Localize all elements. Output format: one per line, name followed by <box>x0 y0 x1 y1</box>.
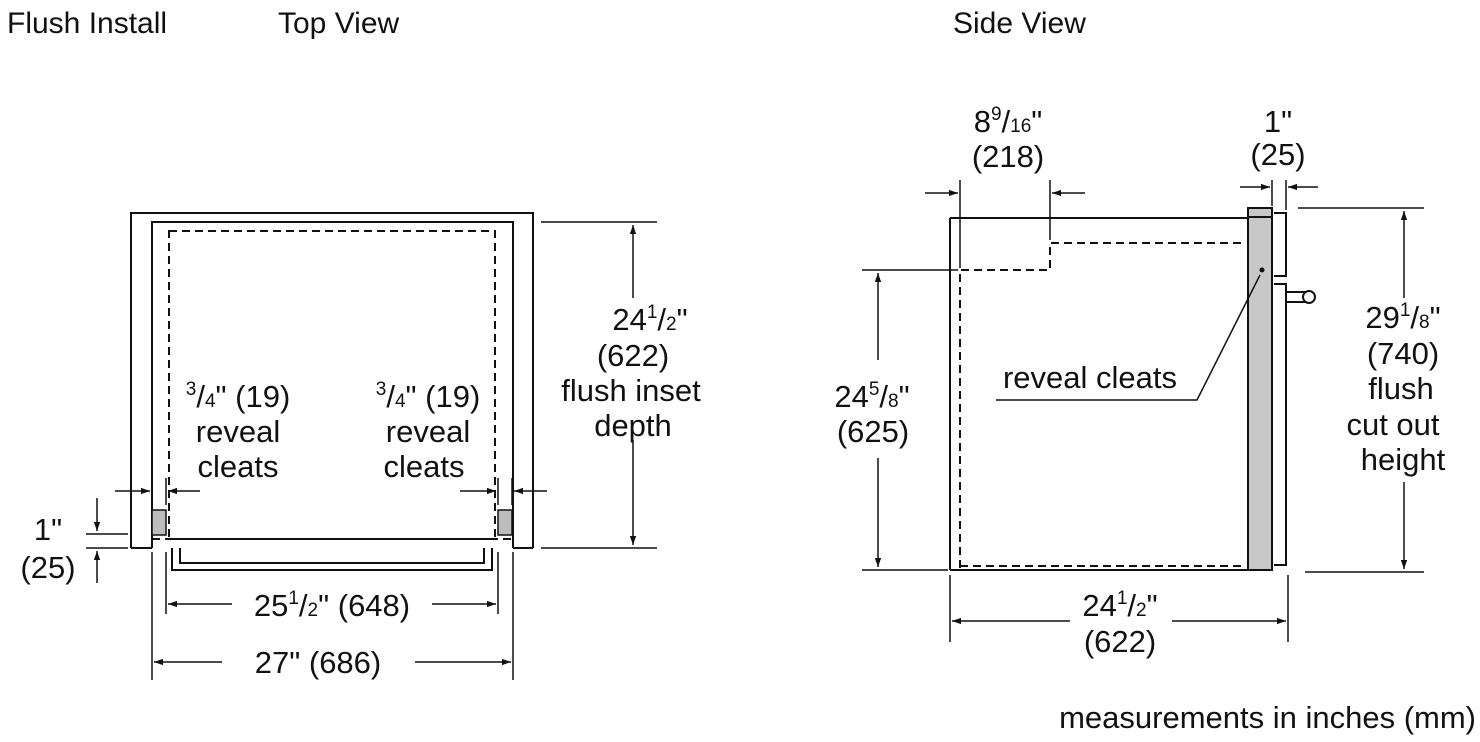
cutout-label-2: cut out <box>1346 407 1439 442</box>
top-depth-value: 241/2" <box>612 302 687 337</box>
cutout-label-1: flush <box>1368 371 1433 406</box>
inner-width-dimension: 251/2" (648) <box>254 588 410 623</box>
top-step-mm: (218) <box>972 139 1044 174</box>
side-depth-dimension: 241/2" <box>1082 588 1157 623</box>
outer-width-dimension: 27" (686) <box>255 645 381 680</box>
top-view-drawing <box>86 212 657 680</box>
door-thickness-mm: (25) <box>1250 137 1305 172</box>
right-reveal-cleat <box>497 509 513 536</box>
top-depth-mm: (622) <box>597 338 669 373</box>
top-view-heading: Top View <box>278 7 400 40</box>
left-cleat-label-2: cleats <box>198 449 279 484</box>
reveal-cleats-label: reveal cleats <box>1003 360 1177 395</box>
top-depth-label-2: depth <box>594 408 672 443</box>
side-depth-mm: (622) <box>1084 624 1156 659</box>
oven-door <box>1247 207 1273 571</box>
cutout-label-3: height <box>1361 442 1446 477</box>
right-cleat-label-1: reveal <box>386 414 470 449</box>
side-view-drawing <box>862 180 1424 642</box>
side-view-heading: Side View <box>953 7 1086 40</box>
measurement-units-note: measurements in inches (mm) <box>1059 700 1476 735</box>
cutout-height-dimension: 291/8" <box>1365 300 1440 335</box>
left-reveal-cleat <box>151 509 167 536</box>
right-cleat-dimension: 3/4" (19) <box>376 379 481 414</box>
left-cleat-label-1: reveal <box>196 414 280 449</box>
front-offset-mm: (25) <box>20 550 75 585</box>
left-cleat-dimension: 3/4" (19) <box>186 379 291 414</box>
cutout-height-mm: (740) <box>1367 336 1439 371</box>
door-thickness-value: 1" <box>1264 104 1292 139</box>
top-step-dimension: 89/16" <box>974 104 1043 139</box>
flush-install-heading: Flush Install <box>7 7 167 40</box>
side-height-mm: (625) <box>837 414 909 449</box>
side-height-dimension: 245/8" <box>834 379 909 414</box>
right-cleat-label-2: cleats <box>384 449 465 484</box>
top-depth-label-1: flush inset <box>561 373 701 408</box>
front-offset-value: 1" <box>34 512 62 547</box>
